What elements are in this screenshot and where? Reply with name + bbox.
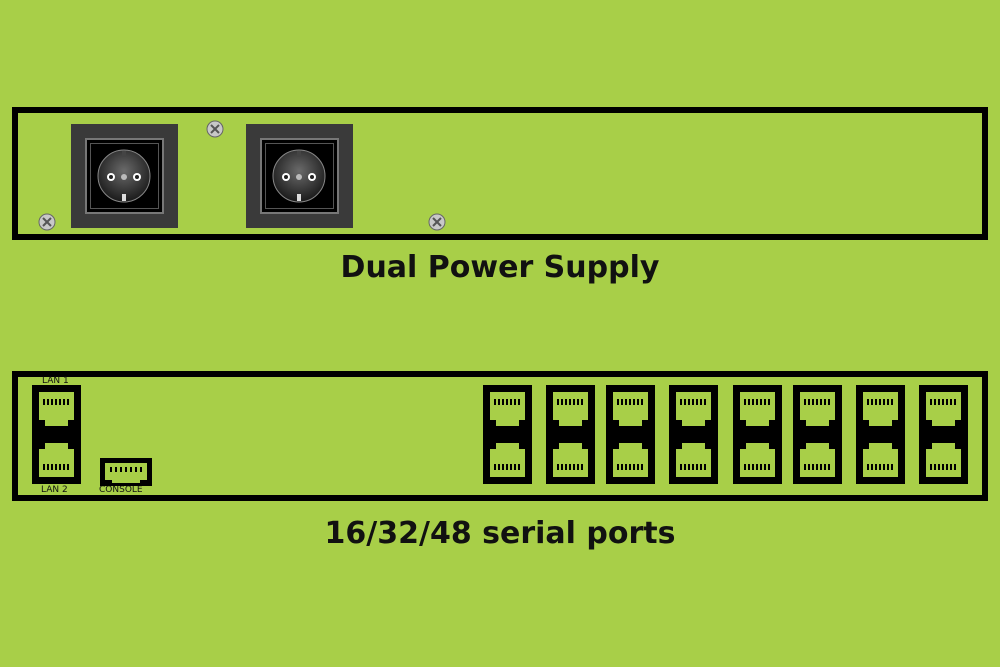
screw-icon (428, 213, 446, 231)
serial-ports-caption: 16/32/48 serial ports (324, 516, 676, 551)
rj45-port-icon (740, 392, 775, 477)
serial-port-stack (546, 385, 595, 484)
serial-port-stack (483, 385, 532, 484)
serial-port-stack (733, 385, 782, 484)
console-label: CONSOLE (99, 485, 143, 495)
rj45-port-icon (490, 392, 525, 477)
power-supply-caption: Dual Power Supply (340, 250, 660, 285)
rj45-port-icon (613, 392, 648, 477)
power-supply-panel (12, 107, 988, 240)
rj45-port-icon (800, 392, 835, 477)
screw-icon (206, 120, 224, 138)
serial-ports-panel (12, 371, 988, 501)
power-outlet-icon (71, 124, 178, 228)
serial-port-stack (793, 385, 842, 484)
serial-port-stack (856, 385, 905, 484)
rj45-port-icon (863, 392, 898, 477)
serial-port-stack (606, 385, 655, 484)
lan-port-stack (32, 385, 81, 484)
serial-port-stack (669, 385, 718, 484)
rj45-port-icon (676, 392, 711, 477)
rj45-port-icon (926, 392, 961, 477)
lan1-label: LAN 1 (42, 376, 69, 386)
rj45-port-icon (39, 392, 74, 477)
screw-icon (38, 213, 56, 231)
rj45-port-icon (553, 392, 588, 477)
serial-port-stack (919, 385, 968, 484)
lan2-label: LAN 2 (41, 485, 68, 495)
console-port-icon (100, 458, 152, 486)
power-outlet-icon (246, 124, 353, 228)
